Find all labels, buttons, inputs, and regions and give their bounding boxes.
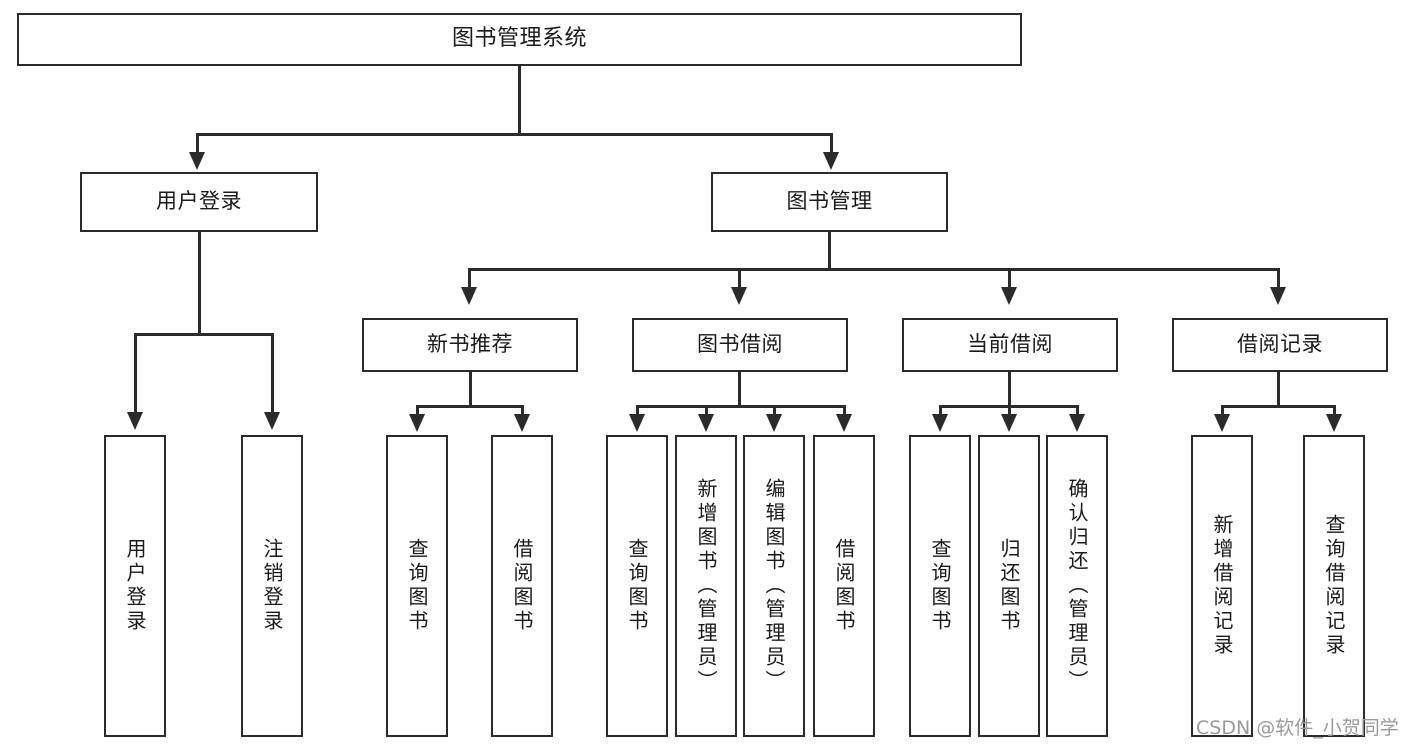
edge-bm-to-current-borrow <box>1008 268 1011 290</box>
edge-user-login-bar <box>134 333 274 336</box>
arrow-cb-to-leaf-1 <box>932 414 948 432</box>
edge-bm-to-book-borrow <box>738 268 741 290</box>
edge-nbr-to-leaf-2 <box>521 405 524 417</box>
edge-nbr-to-leaf-1 <box>416 405 419 417</box>
leaf-label: 查询图书 <box>928 538 952 634</box>
leaf-label: 新增图书（管理员） <box>694 478 718 694</box>
arrow-br-to-leaf-1 <box>1214 414 1230 432</box>
leaf-label: 编辑图书（管理员） <box>762 478 786 694</box>
edge-root-to-user-login <box>196 133 199 155</box>
edge-cb-stem <box>1008 372 1011 408</box>
node-current-borrow[interactable]: 当前借阅 <box>902 318 1118 372</box>
edge-user-login-stem <box>198 232 201 336</box>
node-user-login[interactable]: 用户登录 <box>80 172 318 232</box>
leaf-label: 归还图书 <box>997 538 1021 634</box>
node-book-management[interactable]: 图书管理 <box>711 172 948 232</box>
edge-bb-to-leaf-1 <box>636 405 639 417</box>
leaf-label: 确认归还（管理员） <box>1065 478 1089 694</box>
edge-nbr-bar <box>416 405 524 408</box>
arrow-bm-to-current-borrow <box>1001 287 1017 305</box>
arrow-bb-to-leaf-3 <box>766 414 782 432</box>
edge-root-bar <box>196 133 833 136</box>
arrow-root-to-user-login <box>189 152 205 170</box>
leaf-bb-borrow-book[interactable]: 借阅图书 <box>813 435 875 737</box>
node-label: 用户登录 <box>156 189 242 214</box>
edge-cb-to-leaf-1 <box>939 405 942 417</box>
edge-bb-stem <box>738 372 741 408</box>
edge-nbr-stem <box>469 372 472 408</box>
leaf-br-query-record[interactable]: 查询借阅记录 <box>1303 435 1365 737</box>
leaf-nbr-borrow-book[interactable]: 借阅图书 <box>491 435 553 737</box>
leaf-label: 新增借阅记录 <box>1210 514 1234 658</box>
leaf-label: 查询图书 <box>625 538 649 634</box>
leaf-label: 用户登录 <box>123 538 147 634</box>
edge-br-stem <box>1277 372 1280 408</box>
edge-user-login-to-leaf-1 <box>134 333 137 415</box>
arrow-bm-to-new-book <box>461 287 477 305</box>
leaf-label: 查询借阅记录 <box>1322 514 1346 658</box>
node-new-book-recommend[interactable]: 新书推荐 <box>362 318 578 372</box>
edge-bb-to-leaf-3 <box>773 405 776 417</box>
leaf-nbr-query-book[interactable]: 查询图书 <box>386 435 448 737</box>
node-borrow-record[interactable]: 借阅记录 <box>1172 318 1388 372</box>
arrow-bm-to-borrow-record <box>1270 287 1286 305</box>
arrow-br-to-leaf-2 <box>1326 414 1342 432</box>
edge-br-to-leaf-2 <box>1333 405 1336 417</box>
arrow-user-login-to-leaf-2 <box>264 412 280 430</box>
edge-bm-to-borrow-record <box>1277 268 1280 290</box>
node-label: 借阅记录 <box>1237 332 1323 357</box>
edge-br-bar <box>1221 405 1336 408</box>
edge-user-login-to-leaf-2 <box>271 333 274 415</box>
arrow-user-login-to-leaf-1 <box>127 412 143 430</box>
edge-br-to-leaf-1 <box>1221 405 1224 417</box>
arrow-bm-to-book-borrow <box>731 287 747 305</box>
arrow-cb-to-leaf-2 <box>1001 414 1017 432</box>
node-root-book-management-system[interactable]: 图书管理系统 <box>17 13 1022 66</box>
arrow-root-to-book-management <box>823 152 839 170</box>
edge-cb-to-leaf-2 <box>1008 405 1011 417</box>
leaf-cb-query-book[interactable]: 查询图书 <box>909 435 971 737</box>
leaf-label: 查询图书 <box>405 538 429 634</box>
arrow-bb-to-leaf-1 <box>629 414 645 432</box>
edge-bb-to-leaf-2 <box>705 405 708 417</box>
node-book-borrow[interactable]: 图书借阅 <box>632 318 848 372</box>
arrow-nbr-to-leaf-1 <box>409 414 425 432</box>
edge-book-management-stem <box>828 232 831 271</box>
arrow-cb-to-leaf-3 <box>1069 414 1085 432</box>
leaf-cb-return-book[interactable]: 归还图书 <box>978 435 1040 737</box>
leaf-label: 借阅图书 <box>510 538 534 634</box>
node-label: 当前借阅 <box>967 332 1053 357</box>
leaf-br-add-record[interactable]: 新增借阅记录 <box>1191 435 1253 737</box>
leaf-user-login-logout[interactable]: 注销登录 <box>241 435 303 737</box>
leaf-label: 借阅图书 <box>832 538 856 634</box>
arrow-bb-to-leaf-4 <box>836 414 852 432</box>
leaf-bb-edit-book-admin[interactable]: 编辑图书（管理员） <box>743 435 805 737</box>
edge-book-management-bar <box>468 268 1280 271</box>
node-label: 新书推荐 <box>427 332 513 357</box>
node-label: 图书借阅 <box>697 332 783 357</box>
arrow-nbr-to-leaf-2 <box>514 414 530 432</box>
edge-root-stem <box>518 66 521 136</box>
leaf-bb-query-book[interactable]: 查询图书 <box>606 435 668 737</box>
edge-root-to-book-management <box>830 133 833 155</box>
leaf-label: 注销登录 <box>260 538 284 634</box>
edge-bm-to-new-book <box>468 268 471 290</box>
edge-bb-to-leaf-4 <box>843 405 846 417</box>
leaf-cb-confirm-return-admin[interactable]: 确认归还（管理员） <box>1046 435 1108 737</box>
edge-bb-bar <box>636 405 846 408</box>
arrow-bb-to-leaf-2 <box>698 414 714 432</box>
node-label: 图书管理 <box>786 189 873 214</box>
leaf-bb-add-book-admin[interactable]: 新增图书（管理员） <box>675 435 737 737</box>
edge-cb-to-leaf-3 <box>1076 405 1079 417</box>
leaf-user-login-login[interactable]: 用户登录 <box>104 435 166 737</box>
node-label: 图书管理系统 <box>451 26 587 52</box>
